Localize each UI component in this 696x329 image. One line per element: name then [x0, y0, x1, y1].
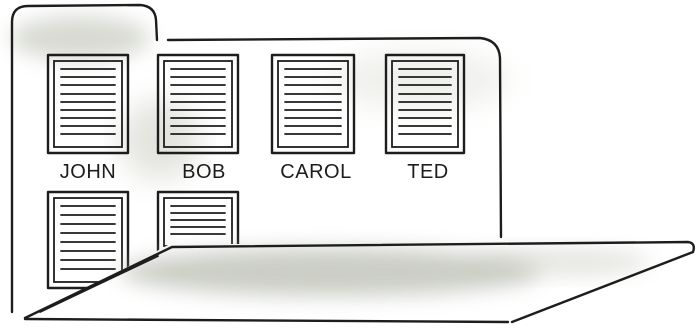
document-sheet [158, 192, 238, 252]
document-label: JOHN [60, 161, 116, 183]
folder-back-shading [330, 50, 510, 110]
document-label: CAROL [280, 161, 351, 183]
document-label: BOB [182, 161, 226, 183]
document-sheet [48, 55, 128, 153]
folder-front-shading [120, 248, 540, 296]
folder-front-panel [25, 242, 694, 322]
document-outline [158, 192, 238, 252]
document-label: TED [407, 161, 449, 183]
folder-front-shading [470, 248, 650, 276]
folder-tab-shading [10, 16, 150, 60]
